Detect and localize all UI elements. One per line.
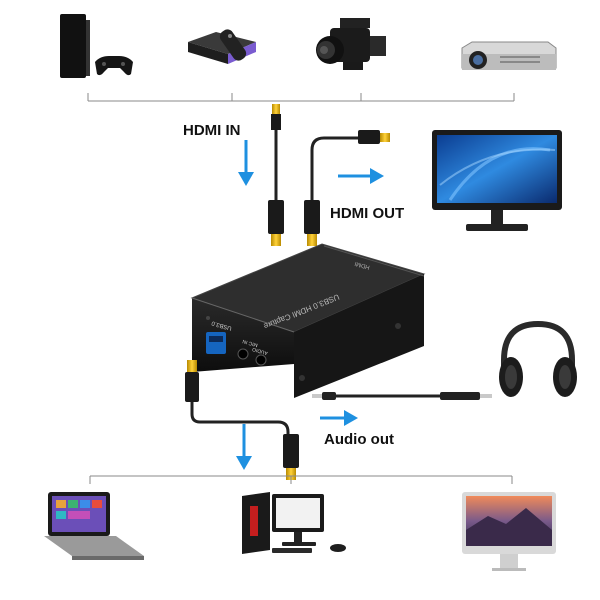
- video-camera-icon: [316, 18, 386, 70]
- capture-device: [190, 243, 426, 398]
- hdmi-in-label: HDMI IN: [183, 122, 241, 139]
- source-bracket: [87, 93, 515, 102]
- projector-icon: [461, 41, 557, 70]
- hdmi-out-label: HDMI OUT: [330, 205, 405, 222]
- usb-down-arrow: [236, 424, 252, 470]
- hdmi-in-arrow: [238, 140, 254, 186]
- audio-cable: [312, 392, 492, 400]
- desktop-pc-icon: [242, 492, 346, 554]
- laptop-icon: [44, 492, 144, 560]
- usb-cable: [185, 360, 299, 480]
- audio-out-label: Audio out: [324, 431, 394, 448]
- audio-out-arrow: [320, 410, 358, 426]
- imac-icon: [462, 492, 556, 571]
- audio-port: [255, 354, 267, 366]
- hdmi-out-cable: [304, 130, 390, 246]
- monitor-icon: [432, 130, 562, 231]
- headphones-icon: [499, 320, 577, 397]
- computer-bracket: [89, 475, 513, 484]
- usb-port: [206, 332, 226, 354]
- device-mic-label: MIC IN: [242, 338, 259, 348]
- device-side-label: HDMI: [354, 260, 371, 270]
- hdmi-out-arrow: [338, 168, 384, 184]
- mic-in-port: [237, 348, 249, 360]
- hdmi-in-cable: [268, 104, 284, 246]
- device-audio-label: AUDIO: [252, 346, 269, 356]
- android-tv-box-icon: [188, 29, 256, 64]
- game-console-icon: [60, 14, 133, 78]
- device-usb-label: USB3.0: [210, 319, 232, 331]
